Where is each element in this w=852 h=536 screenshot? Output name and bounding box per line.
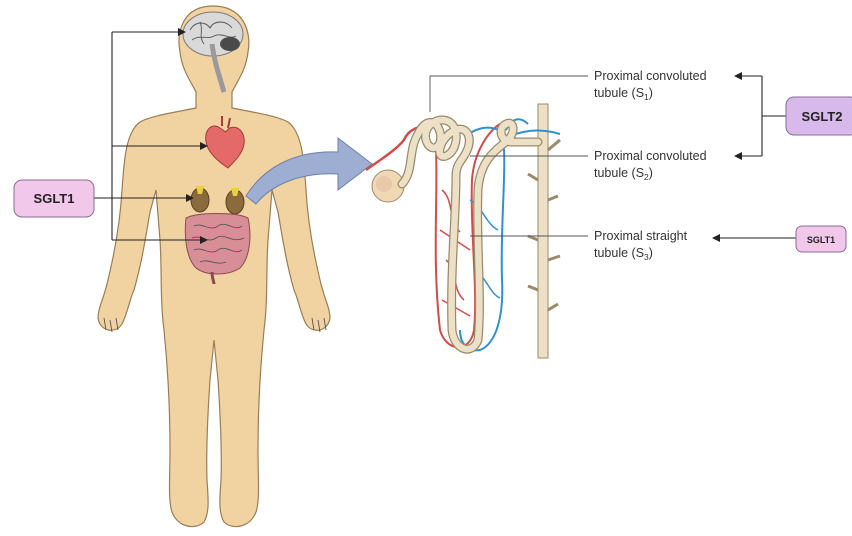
pct-s1-line1: Proximal convoluted — [594, 69, 707, 83]
sglt1-left-label: SGLT1 — [14, 180, 94, 217]
pst-s3-line2: tubule (S — [594, 246, 644, 260]
svg-text:Proximal convoluted: Proximal convoluted — [594, 149, 707, 163]
sglt2-connector — [734, 72, 786, 160]
pst-s3-close: ) — [649, 246, 653, 260]
svg-text:tubule (S1): tubule (S1) — [594, 86, 653, 102]
pst-s3-label: Proximal straight tubule (S3) — [594, 229, 688, 262]
sglt1-right-label: SGLT1 — [796, 226, 846, 252]
pct-s2-label: Proximal convoluted tubule (S2) — [594, 149, 707, 182]
pct-s2-line1: Proximal convoluted — [594, 149, 707, 163]
pct-s1-line2: tubule (S — [594, 86, 644, 100]
pct-s2-close: ) — [649, 166, 653, 180]
svg-text:tubule (S3): tubule (S3) — [594, 246, 653, 262]
pct-s2-line2: tubule (S — [594, 166, 644, 180]
pct-s1-close: ) — [649, 86, 653, 100]
sglt1-right-connector — [712, 234, 796, 242]
pct-s1-label: Proximal convoluted tubule (S1) — [594, 69, 707, 102]
sglt1-right-text: SGLT1 — [807, 235, 835, 245]
pst-s3-line1: Proximal straight — [594, 229, 688, 243]
svg-text:Proximal straight: Proximal straight — [594, 229, 688, 243]
sglt2-label: SGLT2 — [786, 97, 852, 135]
sglt2-text: SGLT2 — [802, 109, 843, 124]
sglt1-left-text: SGLT1 — [34, 191, 75, 206]
nephron-icon — [366, 104, 560, 358]
svg-text:Proximal convoluted: Proximal convoluted — [594, 69, 707, 83]
svg-text:tubule (S2): tubule (S2) — [594, 166, 653, 182]
